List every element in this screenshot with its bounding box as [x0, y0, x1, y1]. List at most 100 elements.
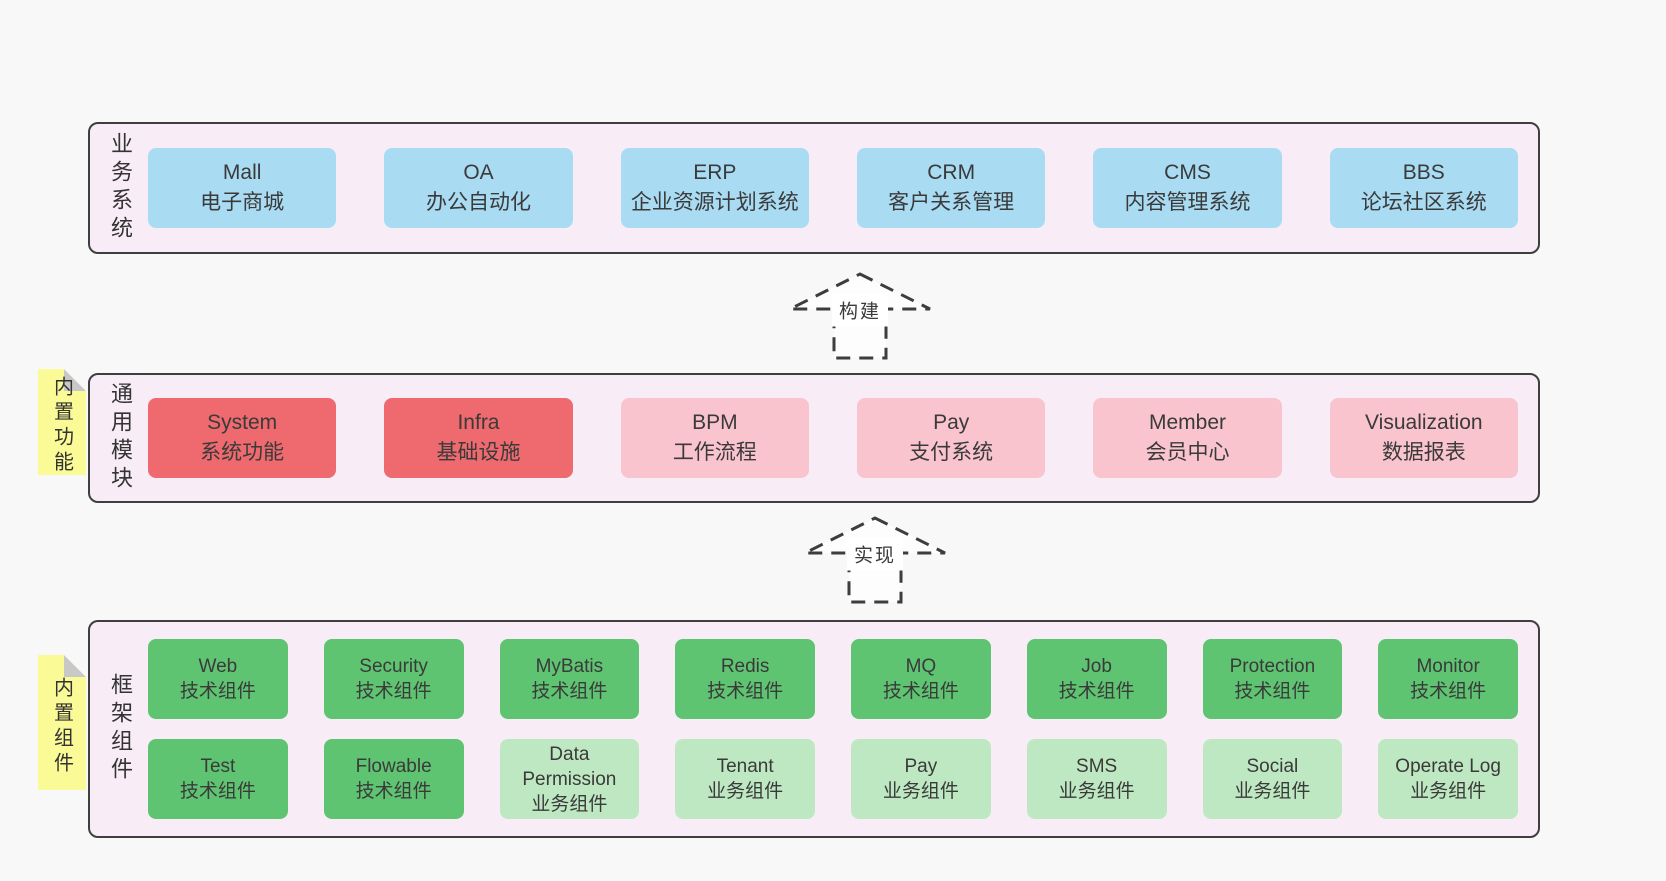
box-title: Infra [457, 411, 500, 434]
implement-arrow: 实现 [795, 514, 955, 606]
box-subtitle: 技术组件 [707, 681, 784, 702]
box-title: Pay [933, 411, 970, 434]
box-visualization: Visualization 数据报表 [1329, 398, 1518, 478]
box-title: Monitor [1416, 656, 1480, 677]
box-title: Mall [222, 161, 262, 184]
box-title: Web [198, 656, 238, 677]
box-mq: MQ 技术组件 [851, 639, 991, 719]
box-protection: Protection 技术组件 [1202, 639, 1343, 719]
box-subtitle: 技术组件 [531, 681, 608, 702]
folded-corner-icon [64, 655, 86, 677]
box-crm: CRM 客户关系管理 [856, 148, 1046, 228]
box-subtitle: 基础设施 [436, 441, 521, 464]
box-title: Visualization [1365, 411, 1483, 434]
box-subtitle: 企业资源计划系统 [630, 191, 799, 214]
box-title: Operate Log [1395, 756, 1501, 777]
box-title: ERP [693, 161, 737, 184]
box-title: Member [1148, 411, 1226, 434]
box-subtitle: 办公自动化 [425, 191, 531, 214]
box-title: OA [463, 161, 494, 184]
box-subtitle: 业务组件 [1058, 781, 1135, 802]
box-test: Test 技术组件 [148, 739, 288, 819]
box-title: BPM [692, 411, 738, 434]
box-subtitle: 业务组件 [1410, 781, 1487, 802]
box-pay: Pay 支付系统 [856, 398, 1046, 478]
sticky-note-text: 内置组件 [50, 676, 73, 777]
sticky-note-text: 内置功能 [50, 376, 73, 476]
box-bpm: BPM 工作流程 [620, 398, 809, 478]
box-title: Tenant [716, 756, 774, 777]
box-title: Security [359, 656, 428, 677]
layer-business-systems: 业务系统 Mall 电子商城 OA 办公自动化 ERP 企业资源计划系统 CRM 客户关系管理… [88, 122, 1540, 254]
box-subtitle: 会员中心 [1145, 441, 1230, 464]
box-title: SMS [1076, 756, 1118, 777]
arrow-label: 实现 [846, 537, 904, 571]
box-web: Web 技术组件 [148, 639, 288, 719]
box-subtitle: 业务组件 [707, 781, 784, 802]
box-infra: Infra 基础设施 [384, 398, 573, 478]
box-subtitle: 支付系统 [909, 441, 994, 464]
box-subtitle: 工作流程 [672, 441, 757, 464]
box-member: Member 会员中心 [1093, 398, 1282, 478]
box-redis: Redis 技术组件 [675, 639, 815, 719]
box-subtitle: 技术组件 [355, 781, 432, 802]
box-subtitle: 技术组件 [179, 781, 256, 802]
box-subtitle: 数据报表 [1381, 441, 1466, 464]
common-modules-grid: System 系统功能 Infra 基础设施 BPM 工作流程 Pay 支付系统 Member 会… [148, 375, 1518, 501]
box-social: Social 业务组件 [1202, 739, 1343, 819]
layer-title: 通用模块 [108, 382, 133, 494]
layer-title: 框架组件 [108, 673, 133, 785]
box-title: Redis [720, 656, 770, 677]
box-erp: ERP 企业资源计划系统 [620, 148, 809, 228]
box-mybatis: MyBatis 技术组件 [499, 639, 640, 719]
box-title: Data Permission [522, 743, 617, 790]
box-oa: OA 办公自动化 [384, 148, 573, 228]
box-sms: SMS 业务组件 [1026, 739, 1167, 819]
build-arrow: 构建 [780, 270, 940, 362]
box-operate-log: Operate Log 业务组件 [1378, 739, 1518, 819]
box-system: System 系统功能 [148, 398, 337, 478]
box-title: CMS [1164, 161, 1211, 184]
box-subtitle: 业务组件 [1234, 781, 1311, 802]
box-mall: Mall 电子商城 [148, 148, 337, 228]
box-title: Job [1081, 656, 1112, 677]
box-subtitle: 业务组件 [882, 781, 959, 802]
box-subtitle: 技术组件 [882, 681, 959, 702]
box-subtitle: 业务组件 [531, 793, 608, 815]
box-subtitle: 技术组件 [179, 681, 256, 702]
box-title: MyBatis [535, 656, 604, 677]
box-security: Security 技术组件 [323, 639, 464, 719]
box-title: Flowable [355, 756, 432, 777]
box-subtitle: 技术组件 [355, 681, 432, 702]
box-title: CRM [927, 161, 976, 184]
box-flowable: Flowable 技术组件 [323, 739, 464, 819]
box-subtitle: 电子商城 [200, 191, 285, 214]
box-title: Protection [1229, 656, 1316, 677]
box-title: System [207, 411, 278, 434]
box-title: Pay [904, 756, 938, 777]
box-data-permission: Data Permission 业务组件 [499, 739, 640, 819]
box-title: Social [1246, 756, 1299, 777]
sticky-note-built-in-features: 内置功能 [38, 369, 86, 475]
box-subtitle: 技术组件 [1058, 681, 1135, 702]
box-job: Job 技术组件 [1026, 639, 1167, 719]
box-subtitle: 客户关系管理 [888, 191, 1015, 214]
box-title: MQ [905, 656, 937, 677]
box-subtitle: 技术组件 [1234, 681, 1311, 702]
box-tenant: Tenant 业务组件 [675, 739, 815, 819]
layer-common-modules: 通用模块 System 系统功能 Infra 基础设施 BPM 工作流程 Pay 支付系统 Me… [88, 373, 1540, 503]
layer-title: 业务系统 [108, 132, 133, 244]
arrow-label: 构建 [831, 293, 889, 327]
box-title: Test [200, 756, 236, 777]
box-subtitle: 系统功能 [200, 441, 285, 464]
box-subtitle: 论坛社区系统 [1360, 191, 1487, 214]
box-pay: Pay 业务组件 [851, 739, 991, 819]
sticky-note-built-in-components: 内置组件 [38, 655, 86, 790]
